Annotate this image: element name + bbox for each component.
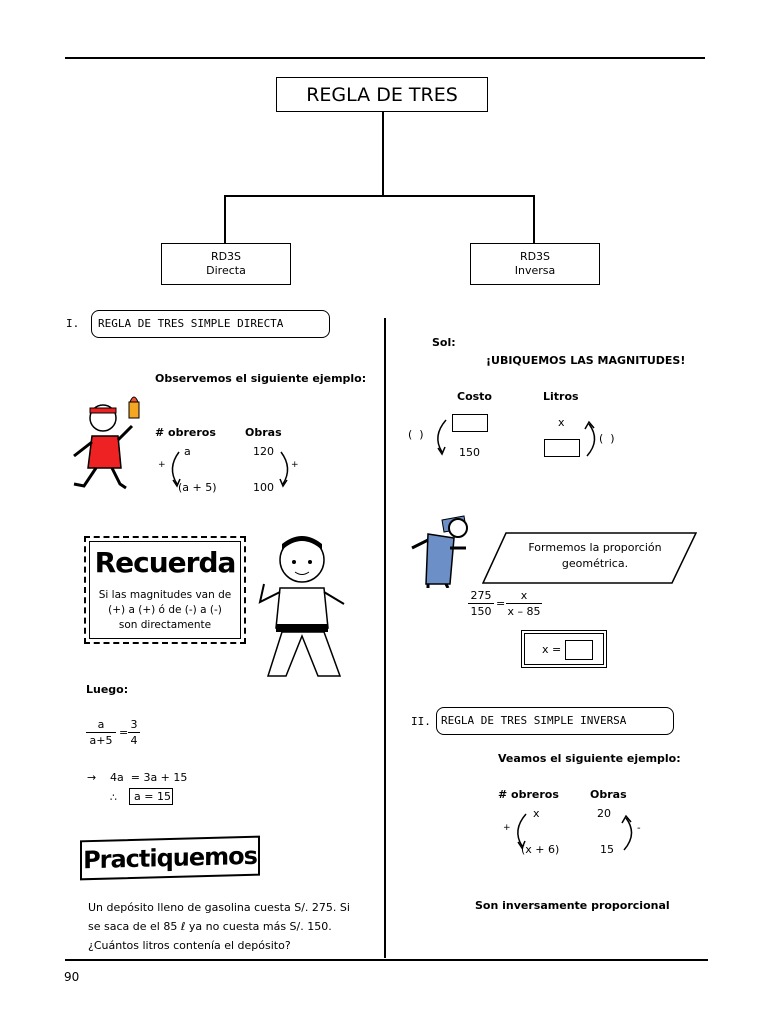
fraction-x-den: x – 85 xyxy=(507,605,541,618)
fraction-b-num: 3 xyxy=(130,718,138,731)
rd3s-inversa-label: RD3S xyxy=(519,250,551,263)
top-rule xyxy=(65,57,705,59)
sign-left: + xyxy=(158,460,166,470)
result-box: a = 15 xyxy=(129,788,173,805)
cell-r1c1: x xyxy=(533,807,540,820)
fraction-a-num: a xyxy=(97,718,105,731)
rd3s-directa-label: RD3S xyxy=(210,250,242,263)
sign-right: - xyxy=(637,823,641,834)
arrow-down-left-icon xyxy=(517,813,527,850)
arrow-icon: → xyxy=(87,771,97,784)
cell-r1c2: 120 xyxy=(253,445,274,458)
fraction-275-den: 150 xyxy=(470,605,492,618)
page-title-box: REGLA DE TRES xyxy=(276,77,488,112)
rd3s-inversa-box: RD3S Inversa xyxy=(470,243,600,285)
practiquemos-banner: Practiquemos xyxy=(80,835,260,881)
problem-line-3: ¿Cuántos litros contenía el depósito? xyxy=(88,939,291,952)
section-title-box: REGLA DE TRES SIMPLE INVERSA xyxy=(436,707,674,735)
costo-blank-box xyxy=(452,414,488,432)
section-number: I. xyxy=(66,317,80,330)
equals-sign: = xyxy=(496,597,506,610)
equation-step: 4a = 3a + 15 xyxy=(110,771,188,784)
problem-line-2: se saca de el 85 ℓ ya no cuesta más S/. … xyxy=(88,920,332,933)
rd3s-directa-sub: Directa xyxy=(206,264,246,277)
arrow-down-left-icon xyxy=(171,451,181,488)
fraction-275-num: 275 xyxy=(470,589,492,602)
page-number: 90 xyxy=(64,970,80,984)
cell-r1c1: a xyxy=(184,445,191,458)
recuerda-title: Recuerda xyxy=(94,546,237,579)
arrow-down-right-icon xyxy=(279,451,289,488)
recuerda-box: Recuerda Si las magnitudes van de (+) a … xyxy=(84,536,246,644)
recuerda-text: Si las magnitudes van de (+) a (+) ó de … xyxy=(98,589,232,631)
conclusion-text: Son inversamente proporcional xyxy=(475,899,670,912)
runner-illustration xyxy=(73,396,140,490)
therefore-icon: ∴ xyxy=(110,791,117,804)
col-header-obreros: # obreros xyxy=(498,788,559,801)
section-title-box: REGLA DE TRES SIMPLE DIRECTA xyxy=(91,310,330,338)
sol-subtitle: ¡UBIQUEMOS LAS MAGNITUDES! xyxy=(486,354,686,367)
cell-r2c2: 100 xyxy=(253,481,274,494)
rd3s-directa-box: RD3S Directa xyxy=(161,243,291,285)
col-header-obras: Obras xyxy=(590,788,627,801)
col-header-costo: Costo xyxy=(457,390,492,403)
costo-bottom: 150 xyxy=(459,446,480,459)
problem-line-1: Un depósito lleno de gasolina cuesta S/.… xyxy=(88,901,350,914)
section-title: REGLA DE TRES SIMPLE INVERSA xyxy=(441,714,627,727)
answer-label: x = xyxy=(542,643,562,656)
karate-illustration xyxy=(258,536,345,677)
cell-r1c2: 20 xyxy=(597,807,611,820)
practiquemos-title: Practiquemos xyxy=(83,841,257,875)
proporcion-shape xyxy=(482,532,697,584)
cell-r2c1: (a + 5) xyxy=(178,481,217,494)
section-title: REGLA DE TRES SIMPLE DIRECTA xyxy=(98,317,284,330)
sol-label: Sol: xyxy=(432,336,456,349)
cell-r2c2: 15 xyxy=(600,843,614,856)
litros-top: x xyxy=(558,416,565,429)
paren-right: ( ) xyxy=(599,432,615,445)
col-header-litros: Litros xyxy=(543,390,579,403)
answer-box: x = xyxy=(521,630,607,668)
tree-line xyxy=(382,112,384,196)
proporcion-text: Formemos la proporción geométrica. xyxy=(528,541,662,570)
section-number: II. xyxy=(411,715,431,728)
detective-illustration xyxy=(411,515,468,588)
tree-line xyxy=(533,195,535,243)
example-intro: Veamos el siguiente ejemplo: xyxy=(498,752,681,765)
arrow-up-right-icon xyxy=(584,420,596,457)
litros-blank-box xyxy=(544,439,580,457)
fraction-x: x x – 85 xyxy=(506,589,542,618)
arrow-up-right-icon xyxy=(621,814,633,851)
fraction-b-den: 4 xyxy=(130,734,138,747)
problem-text: Un depósito lleno de gasolina cuesta S/.… xyxy=(88,898,360,955)
fraction-x-num: x xyxy=(520,589,528,602)
sign-left: + xyxy=(503,823,511,833)
example-intro: Observemos el siguiente ejemplo: xyxy=(155,372,367,385)
rd3s-inversa-sub: Inversa xyxy=(514,264,556,277)
result-value: a = 15 xyxy=(134,790,171,803)
arrow-down-left-icon xyxy=(437,419,447,456)
fraction-a-den: a+5 xyxy=(89,734,113,747)
tree-line xyxy=(224,195,226,243)
fraction-a: a a+5 xyxy=(86,718,116,747)
bottom-rule xyxy=(65,959,708,961)
cell-r2c1: (x + 6) xyxy=(521,843,560,856)
col-header-obras: Obras xyxy=(245,426,282,439)
paren-left: ( ) xyxy=(408,428,424,441)
tree-line xyxy=(224,195,534,197)
column-divider xyxy=(384,318,386,958)
equals-sign: = xyxy=(119,726,129,739)
col-header-obreros: # obreros xyxy=(155,426,216,439)
luego-label: Luego: xyxy=(86,683,129,696)
page-title: REGLA DE TRES xyxy=(306,83,458,106)
sign-right: + xyxy=(291,460,299,470)
answer-blank-box xyxy=(565,640,593,660)
